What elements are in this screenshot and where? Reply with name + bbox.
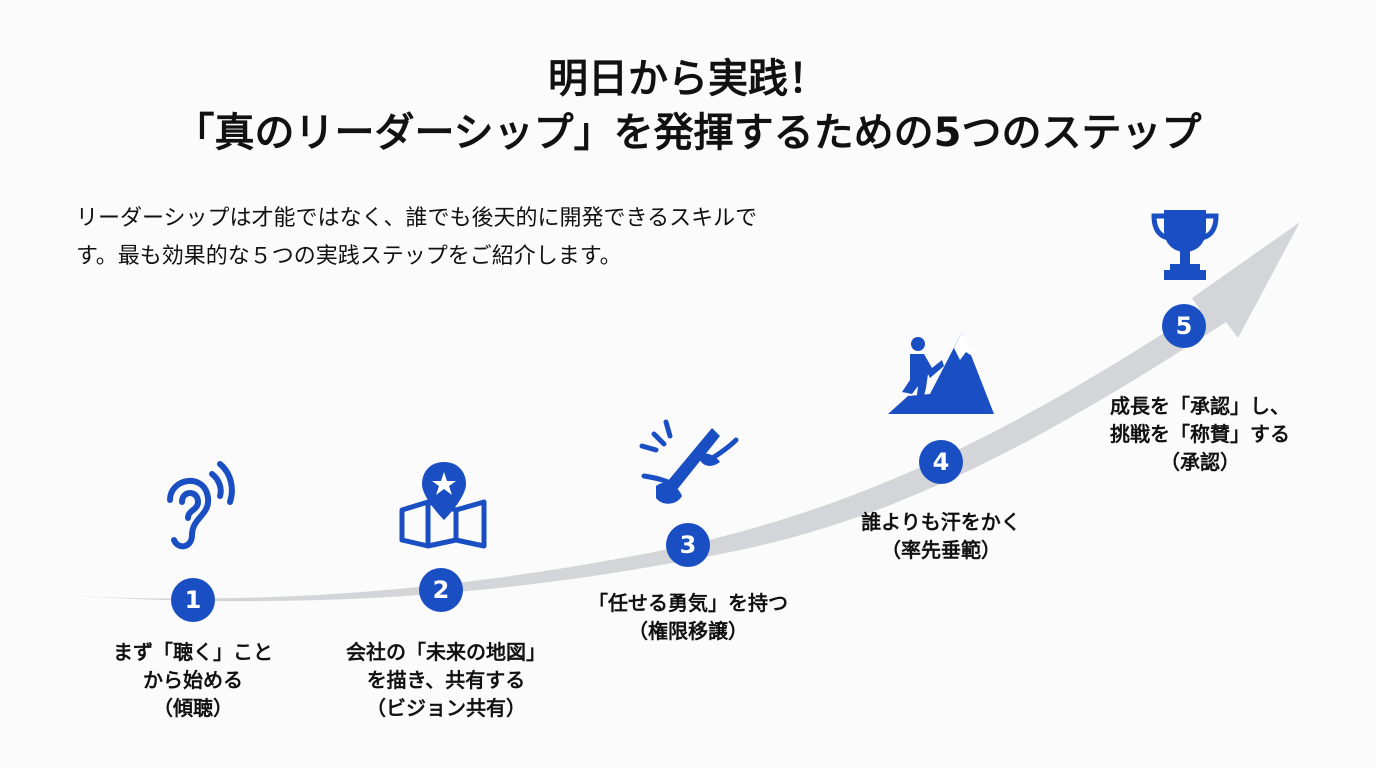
step-4-line: （率先垂範） — [881, 538, 1001, 562]
step-3-line: （権限移譲） — [628, 619, 748, 643]
step-4-line: 誰よりも汗をかく — [861, 510, 1021, 534]
step-3-number: 3 — [666, 523, 710, 567]
step-1-line: まず「聴く」こと — [113, 640, 273, 664]
step-4-number: 4 — [919, 440, 963, 484]
step-3-line: 「任せる勇気」を持つ — [588, 591, 788, 615]
step-2-line: 会社の「未来の地図」 — [346, 640, 546, 664]
mountain-climber-icon — [888, 332, 994, 414]
trophy-icon — [1151, 210, 1219, 280]
ear-icon — [167, 461, 235, 550]
step-5-number: 5 — [1162, 304, 1206, 348]
step-5-line: 挑戦を「称賛」する — [1110, 422, 1290, 446]
step-5-label: 成長を「承認」し、 挑戦を「称賛」する （承認） — [1070, 392, 1330, 476]
step-1-label: まず「聴く」こと から始める （傾聴） — [63, 638, 323, 722]
step-3-label: 「任せる勇気」を持つ （権限移譲） — [558, 589, 818, 645]
step-5-line: （承認） — [1160, 450, 1240, 474]
step-5-line: 成長を「承認」し、 — [1110, 394, 1290, 418]
step-1-number: 1 — [171, 578, 215, 622]
step-1-line: から始める — [143, 668, 243, 692]
step-2-label: 会社の「未来の地図」 を描き、共有する （ビジョン共有） — [316, 638, 576, 722]
step-1-line: （傾聴） — [153, 696, 233, 720]
map-pin-icon — [399, 462, 487, 549]
page-title-line2: 「真のリーダーシップ」を発揮するための5つのステップ — [174, 110, 1202, 156]
baton-handoff-icon — [639, 419, 739, 504]
step-4-label: 誰よりも汗をかく （率先垂範） — [811, 508, 1071, 564]
page-title-line1: 明日から実践！ — [548, 56, 828, 102]
step-2-number: 2 — [419, 568, 463, 612]
intro-text: リーダーシップは才能ではなく、誰でも後天的に開発できるスキルです。最も効果的な５… — [76, 206, 758, 269]
step-2-line: を描き、共有する — [366, 668, 526, 692]
step-2-line: （ビジョン共有） — [366, 696, 526, 720]
